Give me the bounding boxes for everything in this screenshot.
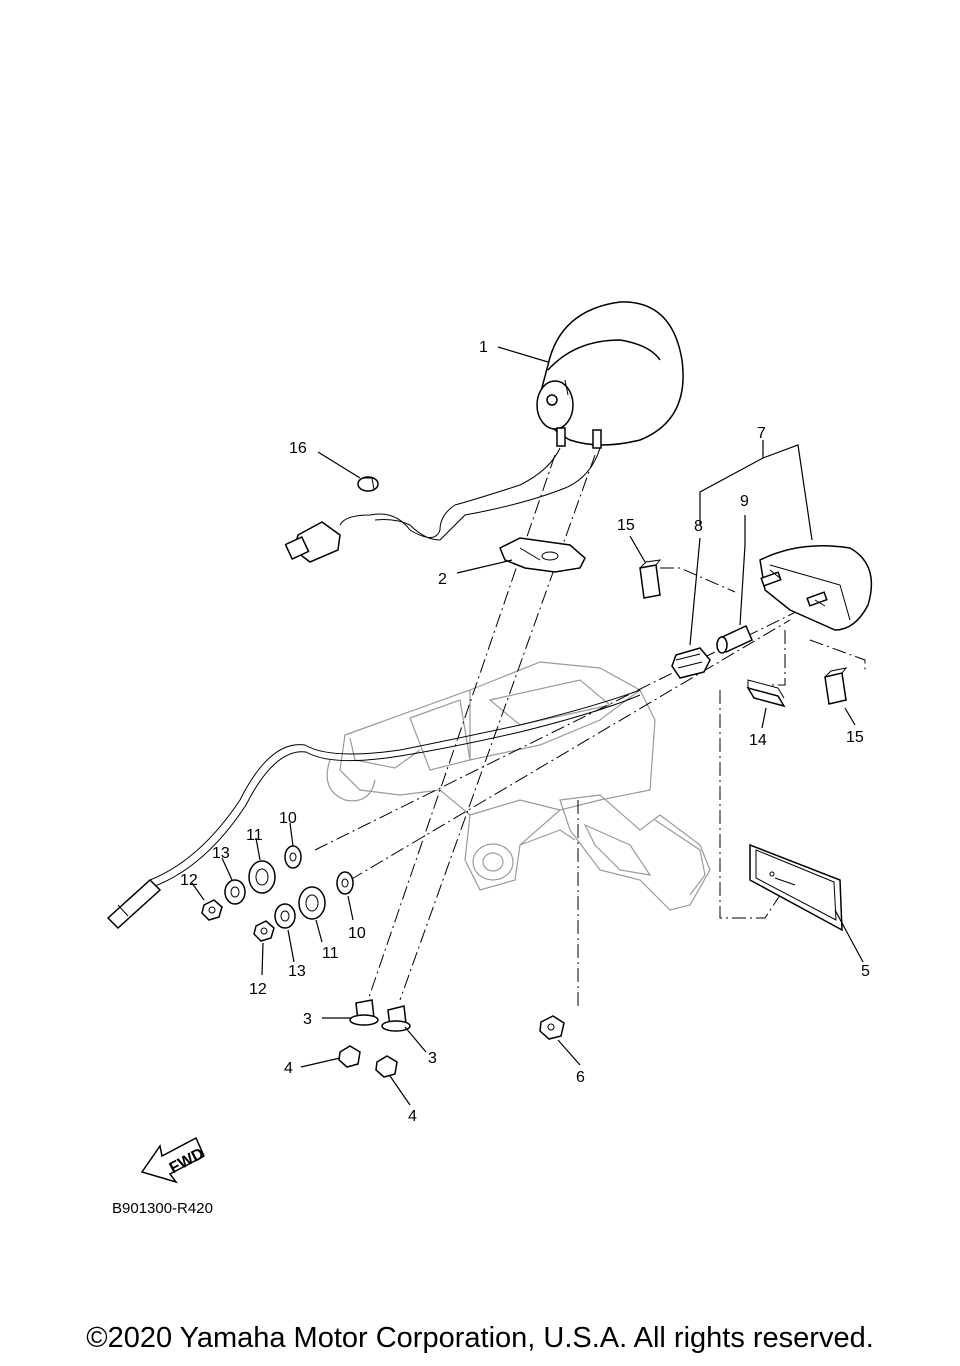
callout-4-right: 4 <box>408 1108 417 1125</box>
leader-lines <box>191 346 864 1106</box>
callout-12-upper: 12 <box>180 872 198 889</box>
cushion-upper <box>639 559 662 599</box>
callout-12-lower: 12 <box>249 981 267 998</box>
callout-14: 14 <box>749 732 767 749</box>
collar-right <box>381 1005 411 1032</box>
rear-frame-bracket <box>326 661 711 911</box>
callout-10-upper: 10 <box>279 810 297 827</box>
turn-signal-lead <box>106 689 641 930</box>
callout-11-upper: 11 <box>246 827 263 844</box>
nut-right <box>375 1055 398 1078</box>
callout-15-upper: 15 <box>617 517 635 534</box>
nut-left <box>338 1045 361 1068</box>
bulb <box>716 624 753 654</box>
grommet-lower <box>298 886 326 920</box>
turn-signal-lamp <box>759 544 873 631</box>
grommet-upper <box>248 860 276 894</box>
tail-light-assembly <box>536 301 684 449</box>
flange-nut <box>539 1015 565 1040</box>
callout-15-lower: 15 <box>846 729 864 746</box>
bulb-socket <box>671 647 711 679</box>
callout-labels: 1 2 3 3 4 4 5 6 7 8 9 10 10 11 11 12 12 … <box>180 339 870 1125</box>
callout-10-lower: 10 <box>348 925 366 942</box>
callout-5: 5 <box>861 963 870 980</box>
spacer <box>746 679 786 708</box>
wire-harness <box>284 447 601 563</box>
nut-lower <box>253 920 275 942</box>
wire-clamp <box>357 476 379 492</box>
callout-13-lower: 13 <box>288 963 306 980</box>
callout-6: 6 <box>576 1069 585 1086</box>
washer-lower <box>274 903 296 929</box>
collar-lower <box>336 871 354 895</box>
callout-11-lower: 11 <box>322 945 339 962</box>
drawing-code: B901300-R420 <box>112 1200 213 1217</box>
callout-16: 16 <box>289 440 307 457</box>
callout-9: 9 <box>740 493 749 510</box>
callout-7: 7 <box>757 425 766 442</box>
callout-13-upper: 13 <box>212 845 230 862</box>
nut-upper <box>201 899 223 921</box>
callout-2: 2 <box>438 571 447 588</box>
callout-1: 1 <box>479 339 488 356</box>
collar-upper <box>284 845 302 869</box>
forward-arrow-icon: FWD <box>140 1136 207 1184</box>
callout-3-left: 3 <box>303 1011 312 1028</box>
collar-left <box>349 999 379 1026</box>
tail-light-bracket <box>499 537 586 573</box>
callout-4-left: 4 <box>284 1060 293 1077</box>
callout-8: 8 <box>694 518 703 535</box>
washer-upper <box>224 879 246 905</box>
callout-3-right: 3 <box>428 1050 437 1067</box>
cushion-lower <box>824 667 848 705</box>
copyright-notice: ©2020 Yamaha Motor Corporation, U.S.A. A… <box>86 1322 874 1354</box>
assembly-lines <box>314 454 866 1010</box>
reflector <box>749 843 843 932</box>
